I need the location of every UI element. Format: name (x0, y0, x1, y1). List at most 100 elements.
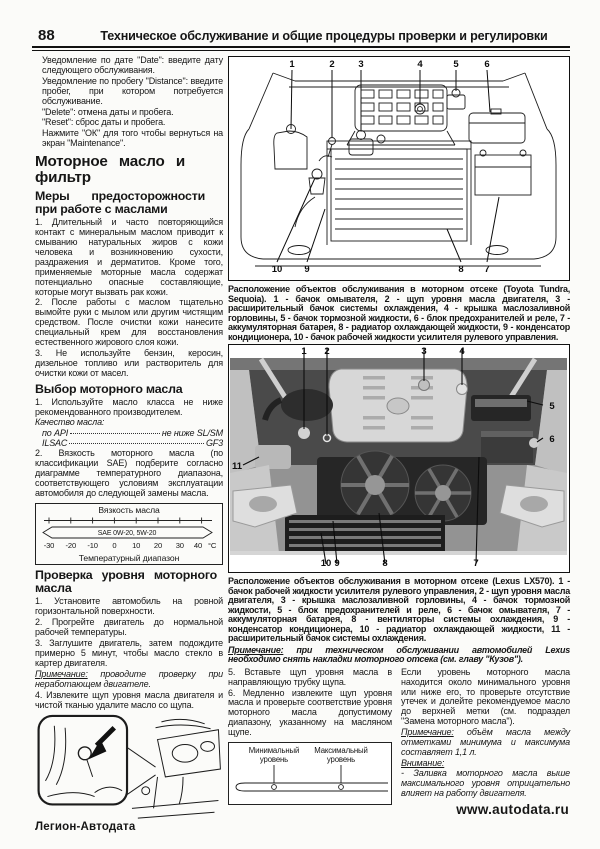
viscosity-tick-label: 40 (194, 541, 202, 550)
viscosity-band-label: SAE 0W-20, 5W-20 (98, 530, 157, 537)
callout-number: 4 (417, 59, 423, 70)
footer-publisher: Легион-Автодата (35, 821, 136, 833)
max-level-label: Максимальный (314, 746, 367, 755)
check-step: 2. Прогрейте двигатель до нормальной раб… (35, 617, 223, 638)
callout-number: 8 (458, 264, 463, 275)
figure-lexus-engine-bay: 1 2 3 4 5 6 11 10 9 8 7 (228, 344, 570, 573)
ilsac-value: GF3 (205, 438, 223, 449)
check-step: 4. Извлеките щуп уровня масла двигателя … (35, 689, 223, 710)
dot-leader (69, 443, 204, 445)
precaution-item: 1. Длительный и часто повторяющийся конт… (35, 217, 223, 297)
figure-caption-lexus: Расположение объектов обслуживания в мот… (228, 576, 570, 643)
section-heading-oil-selection: Выбор моторного масла (35, 381, 183, 396)
engine-bay-diagram-toyota: 1 2 3 4 5 6 10 9 8 7 (240, 59, 557, 275)
figure-note-lexus: Примечание: при техническом обслуживании… (228, 644, 570, 665)
oil-quality-label: Качество масла: (35, 417, 105, 428)
figure-toyota-engine-bay: 1 2 3 4 5 6 10 9 8 7 (228, 56, 570, 281)
viscosity-tick-labels: -30 -20 -10 0 10 20 30 40 °C (44, 541, 217, 550)
bottom-text-columns: 5. Вставьте щуп уровня масла в направляю… (228, 666, 570, 805)
viscosity-tick-label: -20 (66, 541, 77, 550)
dipstick-level-diagram: Минимальный уровень Максимальный уровень (228, 742, 392, 805)
note-body: при техническом обслуживании автомобилей… (228, 644, 570, 665)
viscosity-tick-label: 0 (112, 541, 116, 550)
bottom-right-subcolumn: Если уровень моторного масла находится о… (401, 666, 570, 805)
engine-bay-photo-lexus: 1 2 3 4 5 6 11 10 9 8 7 (229, 345, 568, 569)
ilsac-label: ILSAC (42, 438, 68, 449)
check-step: 1. Установите автомобиль на ровной гориз… (35, 596, 223, 617)
section-heading-oil-level-check: Проверка уровня моторного масла (35, 568, 217, 596)
callout-number: 10 (321, 558, 332, 567)
right-column: 1 2 3 4 5 6 10 9 8 7 (228, 56, 570, 805)
callout-number: 3 (358, 59, 363, 70)
page-title: Техническое обслуживание и общие процеду… (100, 29, 548, 43)
note-label: Примечание: (228, 644, 284, 655)
callout-number: 6 (549, 434, 554, 445)
callout-number: 7 (473, 558, 478, 567)
oil-volume-note: Примечание: объём масла между отметками … (401, 727, 570, 758)
viscosity-chart-title: Вязкость масла (98, 504, 160, 515)
figure-caption-toyota: Расположение объектов обслуживания в мот… (228, 284, 570, 342)
min-level-label: уровень (260, 755, 288, 764)
footer-website: www.autodata.ru (456, 802, 569, 817)
callout-number: 3 (421, 346, 426, 357)
warning-block: Внимание: - Заливка моторного масла выше… (401, 757, 570, 799)
max-level-label: уровень (327, 755, 355, 764)
callout-number: 1 (289, 59, 295, 70)
check-step: 6. Медленно извлеките щуп уровня масла и… (228, 687, 392, 738)
warning-item: - Заливка моторного масла выше максималь… (401, 767, 570, 798)
dot-leader (70, 433, 160, 435)
bottom-left-subcolumn: 5. Вставьте щуп уровня масла в направляю… (228, 666, 392, 805)
callout-number: 10 (272, 264, 283, 275)
left-column: Уведомление по дате "Date": введите дату… (35, 55, 223, 831)
intro-paragraph: Нажмите "ОК" для того чтобы вернуться на… (42, 128, 223, 149)
callout-number: 2 (324, 346, 329, 357)
callout-number: 5 (453, 59, 459, 70)
warning-label: Внимание: (401, 757, 445, 768)
header-rule (32, 46, 570, 51)
api-label: по API (42, 428, 69, 439)
callout-leader-lines (242, 348, 544, 565)
viscosity-chart: Вязкость масла SAE 0W-20, 5W-20 -30 -20 … (35, 502, 223, 566)
intro-paragraph: "Delete": отмена даты и пробега. (42, 106, 174, 117)
viscosity-tick-label: 30 (176, 541, 184, 550)
note-body: проводите проверку при неработающем двиг… (35, 668, 223, 689)
oil-level-paragraph: Если уровень моторного масла находится о… (401, 666, 570, 727)
intro-paragraph: Уведомление по дате "Date": введите дату… (42, 55, 223, 75)
api-value: не ниже SL/SM (161, 428, 223, 439)
intro-paragraph: "Reset": сброс даты и пробега. (42, 117, 166, 128)
maintenance-intro: Уведомление по дате "Date": введите дату… (35, 55, 223, 149)
callout-number: 4 (459, 346, 465, 357)
callout-number: 2 (329, 59, 334, 70)
callout-leader-lines (276, 69, 500, 263)
note-label: Примечание: (401, 727, 454, 738)
oil-quality-ilsac-row: ILSAC GF3 (35, 438, 223, 449)
callout-number: 1 (301, 346, 307, 357)
viscosity-tick-label: 10 (132, 541, 140, 550)
lexus-logo-icon (386, 397, 410, 415)
viscosity-tick-label: 20 (154, 541, 162, 550)
pointer-arrow-icon (88, 726, 116, 760)
min-level-label: Минимальный (249, 746, 299, 755)
callout-number: 11 (232, 461, 243, 472)
callout-number: 9 (334, 558, 339, 567)
viscosity-scale: SAE 0W-20, 5W-20 -30 -20 -10 0 10 20 30 … (42, 517, 217, 550)
callout-number: 6 (484, 59, 489, 70)
viscosity-tick-label: -10 (87, 541, 98, 550)
callout-number: 5 (549, 401, 555, 412)
viscosity-axis-label: Температурный диапазон (78, 552, 180, 563)
page-number: 88 (38, 27, 55, 44)
selection-item: 1. Используйте масло класса не ниже реко… (35, 396, 223, 417)
check-step: 3. Заглушите двигатель, затем подождите … (35, 638, 223, 668)
selection-item: 2. Вязкость моторного масла (по классифи… (35, 448, 223, 498)
intro-paragraph: Уведомление по пробегу "Distance": введи… (42, 75, 223, 106)
callout-number: 8 (382, 558, 387, 567)
callout-number: 7 (484, 264, 489, 275)
section-heading-precautions: Меры предосторожности при работе с масла… (35, 189, 205, 217)
oil-quality-api-row: по API не ниже SL/SM (35, 428, 223, 439)
viscosity-tick-label: -30 (44, 541, 55, 550)
dipstick-location-drawing (37, 715, 221, 820)
note-body: объём масла между отметками минимума и м… (401, 727, 570, 757)
check-step: 5. Вставьте щуп уровня масла в направляю… (228, 666, 392, 687)
main-heading: Моторное масло и фильтр (35, 153, 185, 187)
check-note: Примечание: проводите проверку при нераб… (35, 668, 223, 690)
